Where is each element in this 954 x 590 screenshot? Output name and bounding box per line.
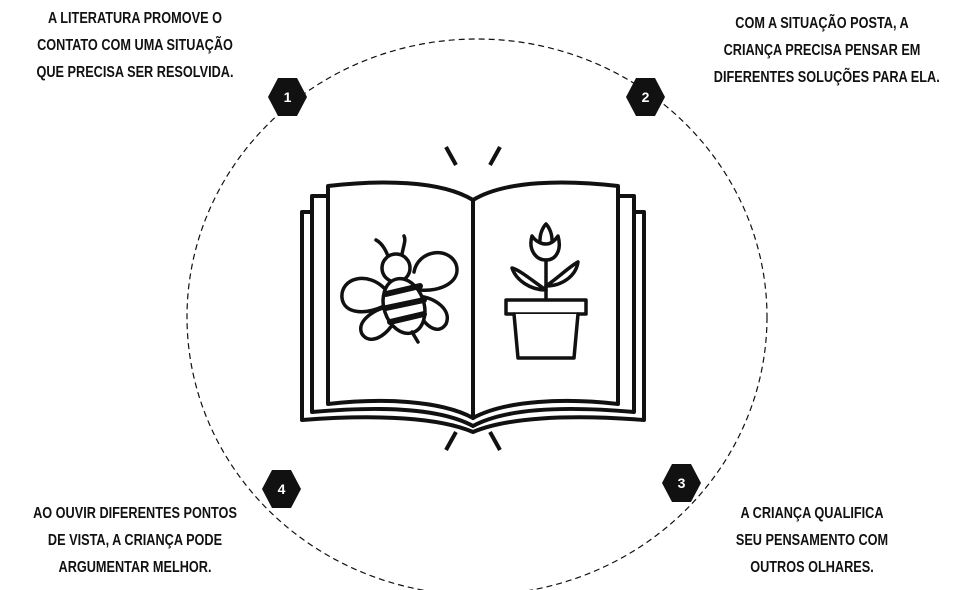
bee-icon [340, 234, 459, 344]
step-number-2: 2 [642, 89, 650, 105]
open-book-icon [300, 180, 646, 434]
step-1-line-1: A LITERATURA PROMOVE O [48, 10, 222, 27]
step-2-line-2: CRIANÇA PRECISA PENSAR EM [723, 42, 921, 59]
step-4-line-2: DE VISTA, A CRIANÇA PODE [47, 532, 223, 549]
step-badge-4: 4 [262, 470, 301, 508]
cycle-dashed-circle [186, 38, 768, 590]
step-3-line-3: OUTROS OLHARES. [750, 559, 874, 576]
step-number-3: 3 [678, 475, 686, 491]
step-number-4: 4 [278, 481, 286, 497]
step-text-4: AO OUVIR DIFERENTES PONTOS DE VISTA, A C… [24, 500, 245, 581]
step-badge-1: 1 [268, 78, 307, 116]
step-text-2: COM A SITUAÇÃO POSTA, A CRIANÇA PRECISA … [713, 10, 940, 91]
step-4-line-1: AO OUVIR DIFERENTES PONTOS [33, 505, 237, 522]
sparkle-rays-icon [444, 146, 502, 451]
step-badge-2: 2 [626, 78, 665, 116]
step-3-line-2: SEU PENSAMENTO COM [735, 532, 889, 549]
step-badge-3: 3 [662, 464, 701, 502]
step-3-line-1: A CRIANÇA QUALIFICA [740, 505, 884, 522]
step-1-line-2: CONTATO COM UMA SITUAÇÃO [37, 37, 233, 54]
step-1-line-3: QUE PRECISA SER RESOLVIDA. [36, 64, 234, 81]
flower-pot-icon [504, 222, 588, 360]
step-2-line-1: COM A SITUAÇÃO POSTA, A [735, 15, 909, 32]
step-text-1: A LITERATURA PROMOVE O CONTATO COM UMA S… [24, 5, 245, 86]
step-4-line-3: ARGUMENTAR MELHOR. [58, 559, 212, 576]
step-text-3: A CRIANÇA QUALIFICA SEU PENSAMENTO COM O… [704, 500, 920, 581]
step-number-1: 1 [284, 89, 292, 105]
step-2-line-3: DIFERENTES SOLUÇÕES PARA ELA. [713, 69, 940, 86]
